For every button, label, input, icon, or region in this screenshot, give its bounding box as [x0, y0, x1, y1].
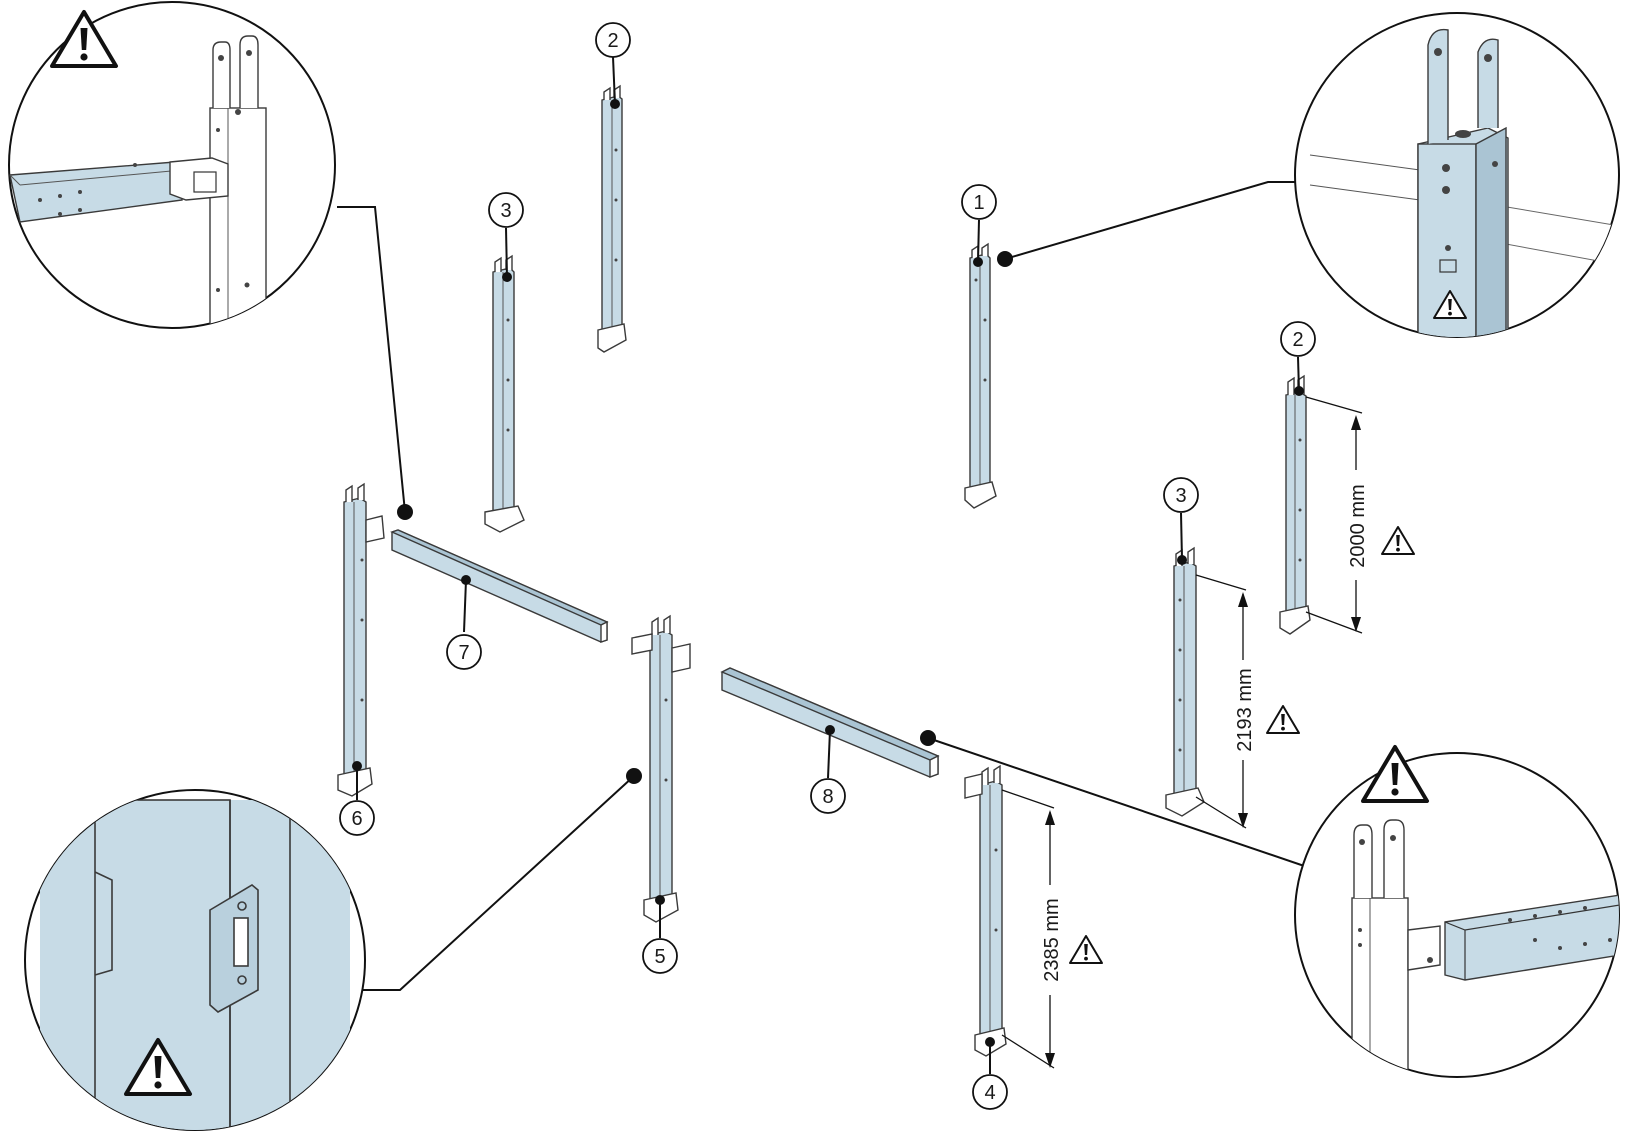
svg-text:7: 7 — [458, 642, 469, 664]
callout-part-7: 7 — [446, 634, 482, 670]
svg-text:5: 5 — [654, 946, 665, 968]
detail-circle-bottom-left — [24, 789, 366, 1131]
dimension-2193: 2193 mm — [1195, 574, 1300, 829]
callout-part-2-right: 2 — [1280, 321, 1316, 357]
callout-part-5: 5 — [642, 938, 678, 974]
dimension-2385: 2385 mm — [1001, 789, 1103, 1069]
post-part-2-right — [1279, 374, 1311, 635]
svg-text:2000 mm: 2000 mm — [1347, 484, 1369, 567]
beam-part-8 — [720, 667, 940, 779]
callout-part-4: 4 — [972, 1074, 1008, 1110]
svg-text:4: 4 — [984, 1082, 995, 1104]
svg-text:2: 2 — [607, 30, 618, 52]
detail-circle-top-right — [1294, 12, 1620, 338]
post-part-3-right — [1165, 546, 1205, 817]
dimension-2000: 2000 mm — [1305, 396, 1415, 634]
leader-lines — [337, 181, 1317, 991]
callout-part-6: 6 — [339, 800, 375, 836]
detail-circle-top-left — [8, 1, 336, 329]
post-part-3-left — [484, 254, 525, 533]
post-part-5 — [631, 614, 691, 923]
svg-text:3: 3 — [1175, 485, 1186, 507]
callout-part-3-left: 3 — [488, 192, 524, 228]
svg-text:3: 3 — [500, 200, 511, 222]
callout-leaders — [356, 56, 1300, 1074]
callout-part-2-top: 2 — [595, 22, 631, 58]
callout-part-8: 8 — [810, 778, 846, 814]
callout-part-3-right: 3 — [1163, 477, 1199, 513]
svg-text:8: 8 — [822, 786, 833, 808]
post-part-4 — [964, 764, 1007, 1057]
callout-part-1: 1 — [961, 184, 997, 220]
warning-triangle-icon — [1381, 526, 1415, 555]
svg-text:2193 mm: 2193 mm — [1234, 668, 1256, 751]
detail-circle-bottom-right — [1294, 745, 1620, 1078]
post-part-2-top — [597, 84, 627, 353]
svg-text:1: 1 — [973, 192, 984, 214]
post-part-1 — [964, 242, 997, 509]
post-part-6 — [337, 482, 385, 797]
warning-triangle-icon — [1069, 935, 1103, 964]
svg-text:6: 6 — [351, 808, 362, 830]
svg-text:2: 2 — [1292, 329, 1303, 351]
warning-triangle-icon — [1266, 705, 1300, 734]
svg-text:2385 mm: 2385 mm — [1041, 898, 1063, 981]
beam-part-7 — [390, 529, 609, 643]
